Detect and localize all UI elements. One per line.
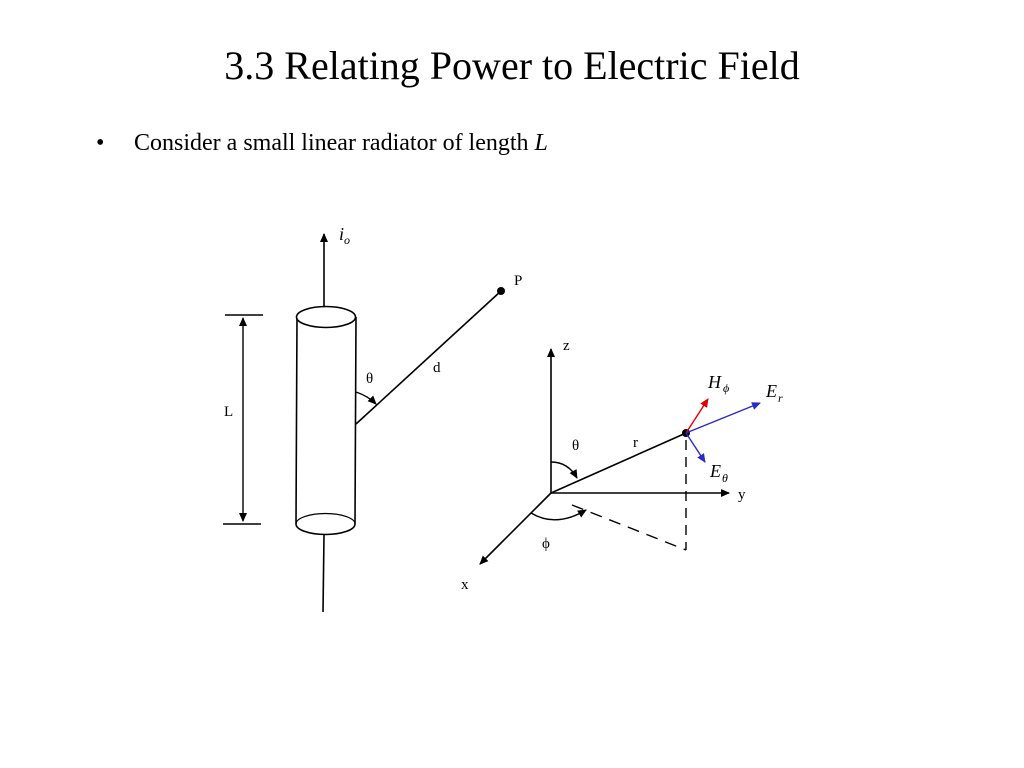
x-axis: [479, 492, 552, 565]
cylinder-bottom: [295, 523, 356, 536]
e-r-vector: [685, 402, 761, 434]
distance-label: d: [433, 360, 441, 376]
length-label: L: [224, 404, 233, 420]
z-axis-label: z: [563, 338, 570, 354]
e-theta-label: Eθ: [709, 461, 728, 485]
r-label: r: [633, 435, 638, 451]
bullet-main-text: Consider a small linear radiator of leng…: [134, 130, 535, 156]
cylinder-top: [295, 305, 357, 329]
y-axis-label: y: [738, 487, 746, 503]
theta-label-left: θ: [366, 371, 373, 387]
phi-arc: [530, 509, 587, 521]
dipole-figure: io L P d θ: [223, 224, 522, 613]
theta-arc-left: [355, 391, 377, 405]
bullet-item: • Consider a small linear radiator of le…: [96, 126, 548, 160]
projection-ground: [571, 504, 687, 551]
theta-label-right: θ: [572, 438, 579, 454]
point-p: [497, 287, 505, 295]
phi-label: ϕ: [542, 536, 550, 552]
e-theta-vector: [685, 432, 706, 463]
feed-line: [322, 534, 325, 613]
x-axis-label: x: [461, 577, 469, 593]
e-r-label: Er: [765, 381, 783, 405]
current-label: io: [339, 224, 350, 247]
cylinder-left-edge: [295, 316, 298, 525]
r-vector: [550, 432, 687, 494]
bullet-list: • Consider a small linear radiator of le…: [96, 126, 548, 160]
cylinder-right-edge: [354, 316, 357, 525]
slide-title: 3.3 Relating Power to Electric Field: [224, 43, 800, 88]
cylinder-bottom-back: [295, 512, 356, 525]
point-label: P: [514, 273, 522, 289]
bullet-text: Consider a small linear radiator of leng…: [134, 126, 548, 160]
theta-arc-right: [550, 461, 578, 479]
bullet-dot: •: [96, 130, 105, 156]
bullet-emphasis: L: [534, 130, 548, 156]
h-phi-vector: [685, 398, 709, 434]
distance-line: [355, 290, 502, 425]
